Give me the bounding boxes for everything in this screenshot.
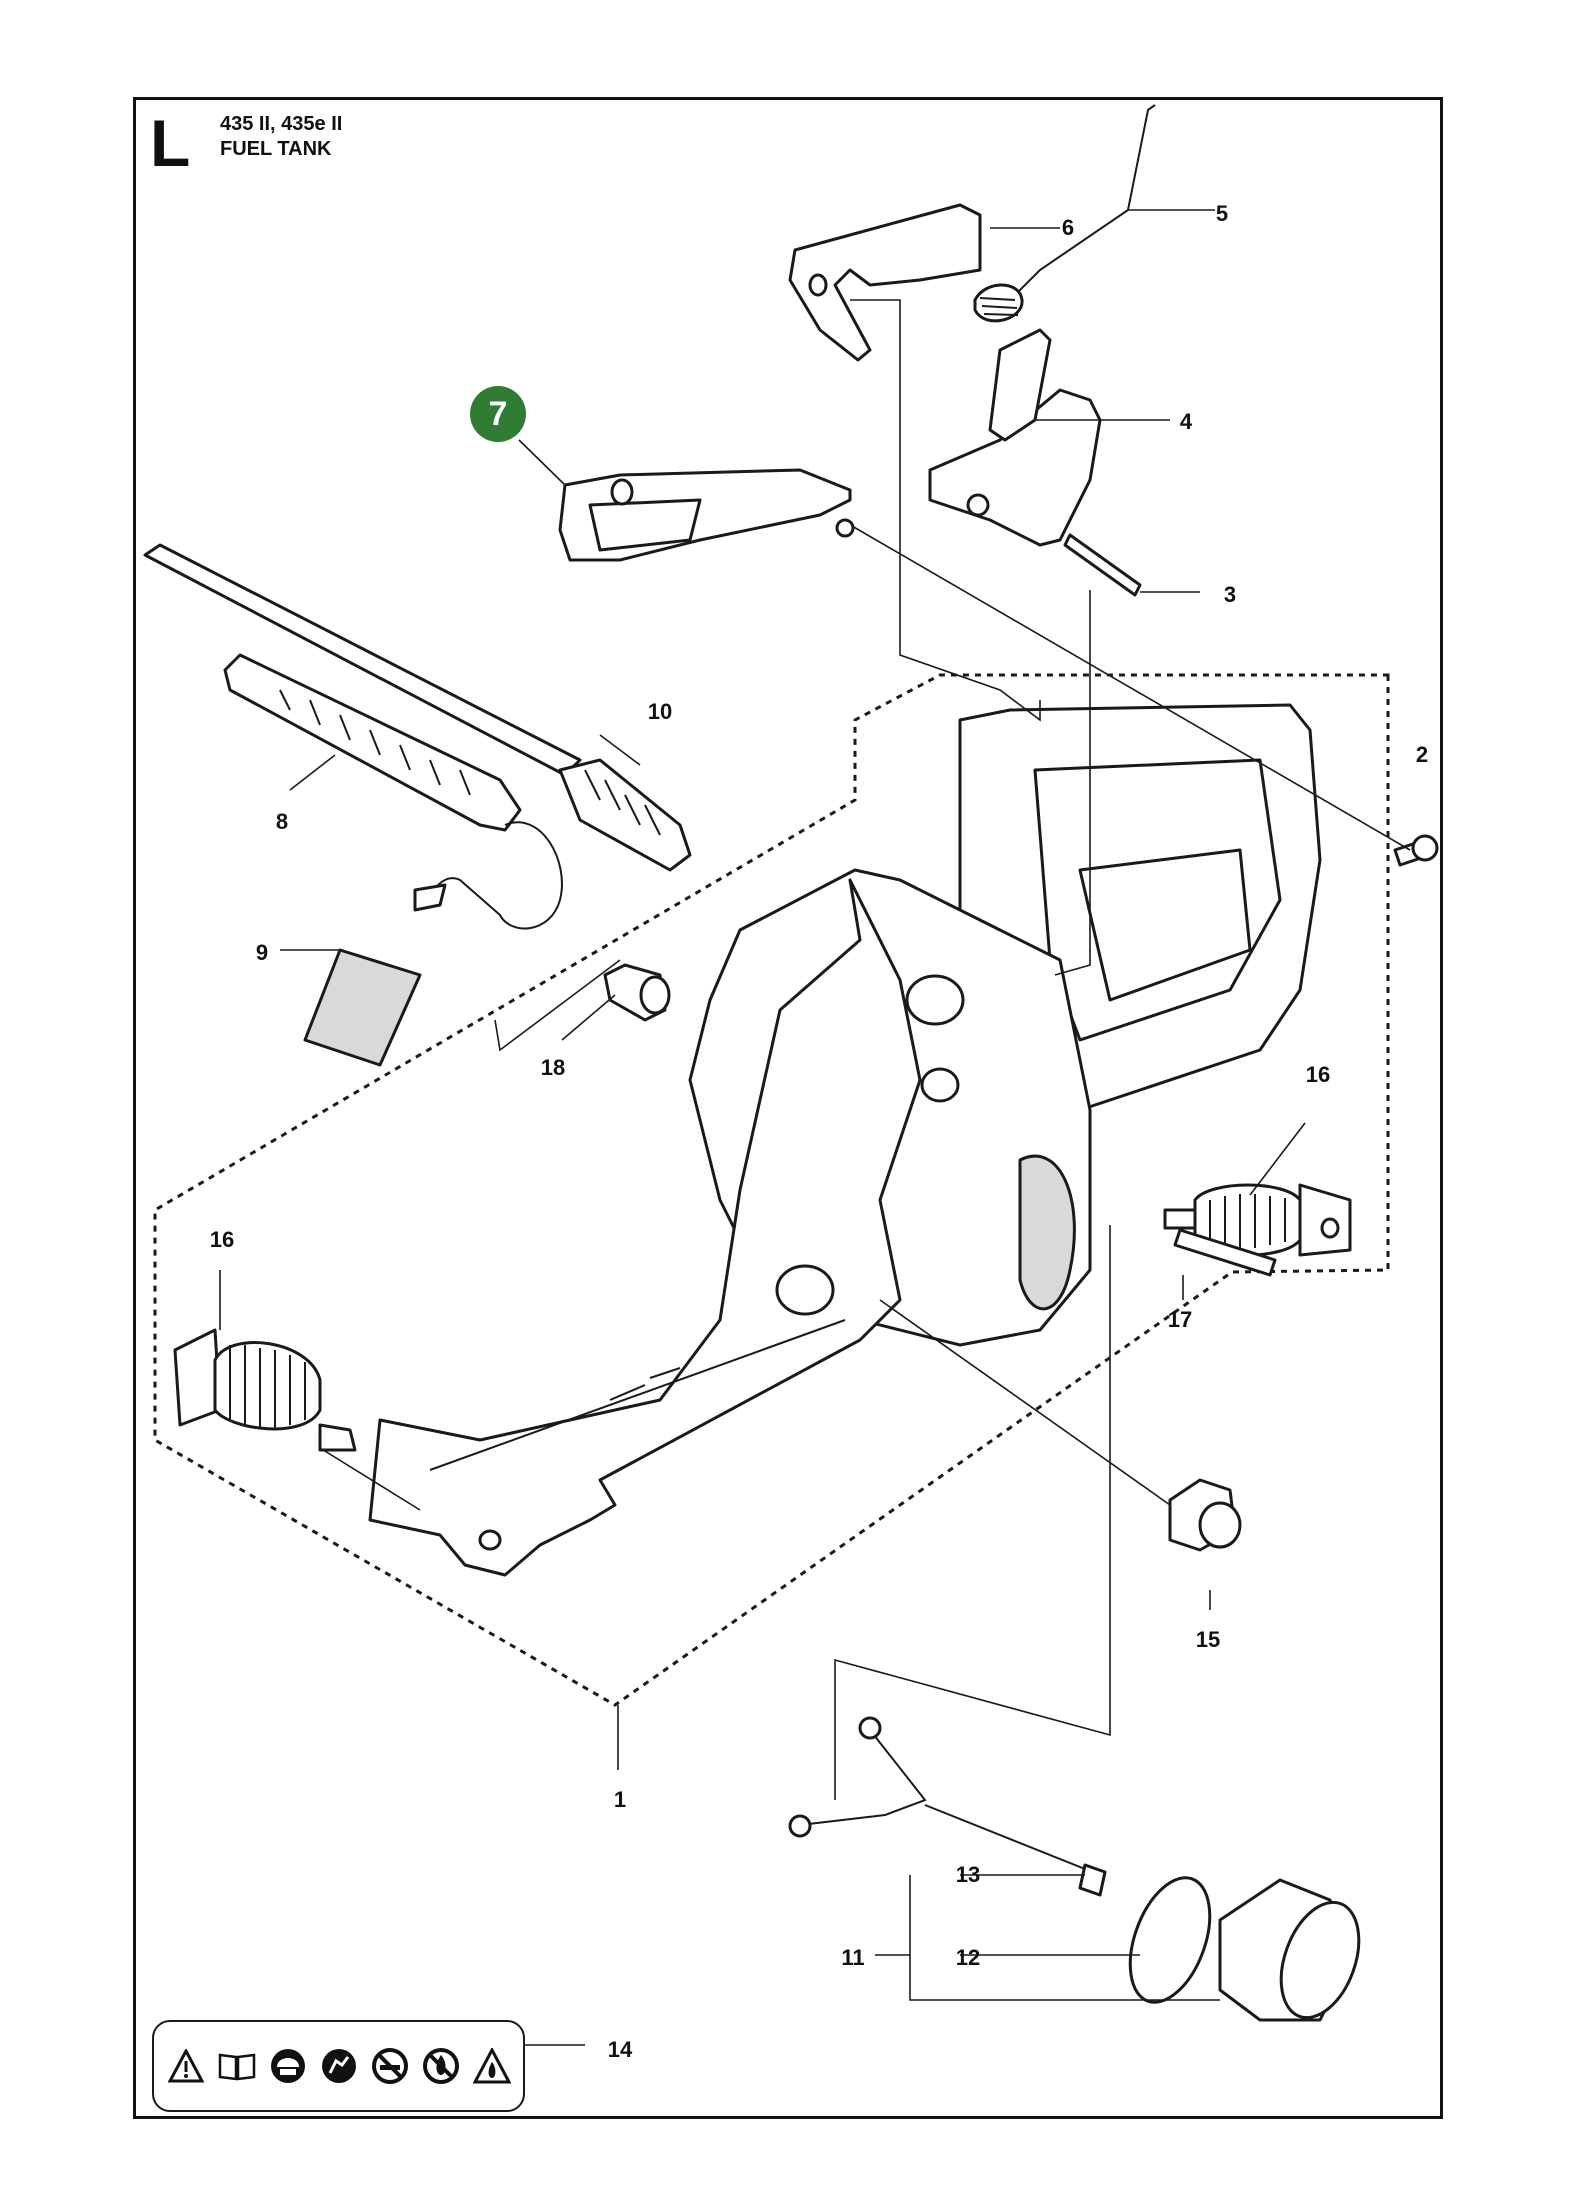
screw-part [1393, 834, 1439, 867]
callout-6[interactable]: 6 [1061, 215, 1075, 240]
spring-part [973, 104, 1156, 323]
fuel-filter-part [303, 821, 563, 1067]
fire-warning-icon [472, 2047, 511, 2085]
section-letter: L [150, 106, 191, 180]
handle-lever-part [788, 203, 982, 362]
callout-12[interactable]: 12 [955, 1945, 981, 1970]
warning-decal-part [152, 2020, 525, 2112]
callout-2[interactable]: 2 [1415, 742, 1429, 767]
helmet-icon [269, 2047, 307, 2085]
callout-18[interactable]: 18 [540, 1055, 566, 1080]
callout-3[interactable]: 3 [1223, 582, 1237, 607]
model-names: 435 II, 435e II [220, 113, 343, 135]
leader-lines [219, 209, 1411, 2046]
callout-16-right[interactable]: 16 [1305, 1062, 1331, 1087]
fuel-tank-body [368, 703, 1322, 1577]
pin-part [1063, 533, 1142, 597]
callout-13[interactable]: 13 [955, 1862, 981, 1887]
throttle-trigger-part [928, 328, 1102, 547]
callout-11[interactable]: 11 [841, 1945, 865, 1970]
fitting-part [1168, 1478, 1242, 1552]
callout-16-left[interactable]: 16 [209, 1227, 235, 1252]
grommet-part [603, 963, 671, 1022]
manual-icon [218, 2047, 256, 2085]
seal-ring-part [1128, 1876, 1212, 2004]
callout-4[interactable]: 4 [1179, 409, 1193, 434]
assembly-boundary [153, 673, 1390, 1707]
handle-insert-part [558, 468, 855, 562]
fuel-cap-part [1218, 1878, 1361, 2022]
fuel-hose-part [223, 653, 522, 832]
warning-icon [167, 2047, 205, 2085]
diagram-frame [133, 97, 1443, 2119]
section-title: FUEL TANK [220, 138, 332, 160]
no-smoking-icon [371, 2047, 409, 2085]
callout-14[interactable]: 14 [607, 2037, 633, 2062]
callout-1[interactable]: 1 [613, 1787, 627, 1812]
no-fire-icon [422, 2047, 460, 2085]
callout-9[interactable]: 9 [255, 940, 269, 965]
no-hand-icon [320, 2047, 358, 2085]
pickup-hose-part [788, 1716, 1107, 1897]
callout-17[interactable]: 17 [1167, 1307, 1193, 1332]
callout-15[interactable]: 15 [1195, 1627, 1221, 1652]
rod-part [1173, 1228, 1277, 1277]
throttle-rod-part [143, 543, 692, 872]
callout-5[interactable]: 5 [1215, 201, 1229, 226]
av-buffer-left-part [173, 1328, 357, 1452]
callout-10[interactable]: 10 [647, 699, 673, 724]
highlight-badge-7[interactable]: 7 [470, 386, 526, 442]
callout-8[interactable]: 8 [275, 809, 289, 834]
